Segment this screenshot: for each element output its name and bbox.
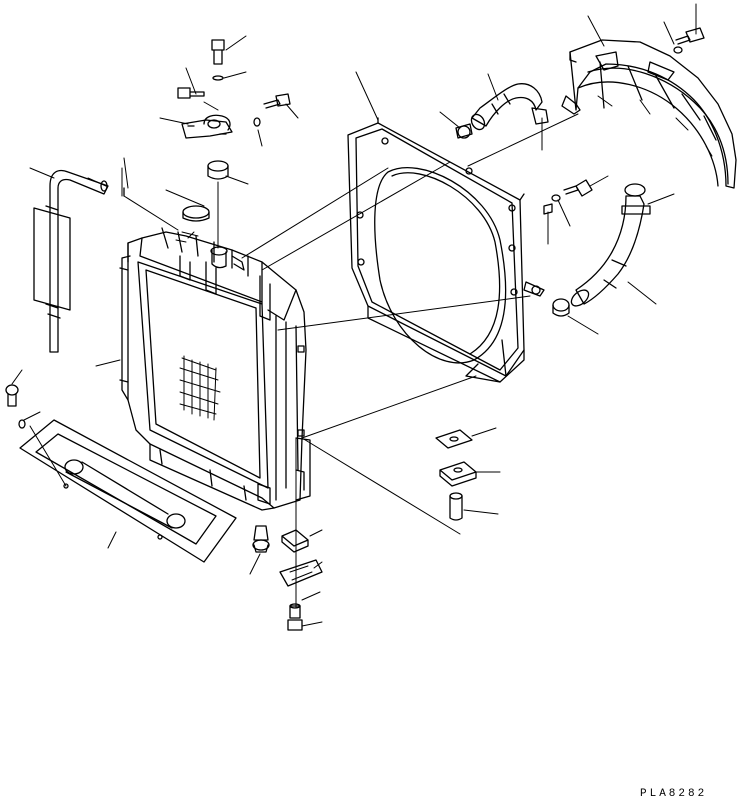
valve-icon: [6, 385, 269, 552]
hose-icon: [568, 184, 650, 309]
drawing-code: PLA8282: [640, 788, 708, 800]
leader-lines: [12, 4, 696, 626]
plate-icon: [20, 420, 236, 562]
bolt-icon: [178, 28, 704, 214]
bracket-icon: [182, 115, 232, 138]
radiator-icon: [120, 228, 310, 510]
tube-icon: [34, 171, 108, 352]
shroud-icon: [348, 118, 544, 382]
fitting-icon: [124, 188, 304, 436]
hose-icon: [469, 84, 548, 132]
guard-icon: [562, 40, 736, 188]
cap-icon: [183, 161, 228, 248]
clamp-icon: [553, 299, 569, 316]
